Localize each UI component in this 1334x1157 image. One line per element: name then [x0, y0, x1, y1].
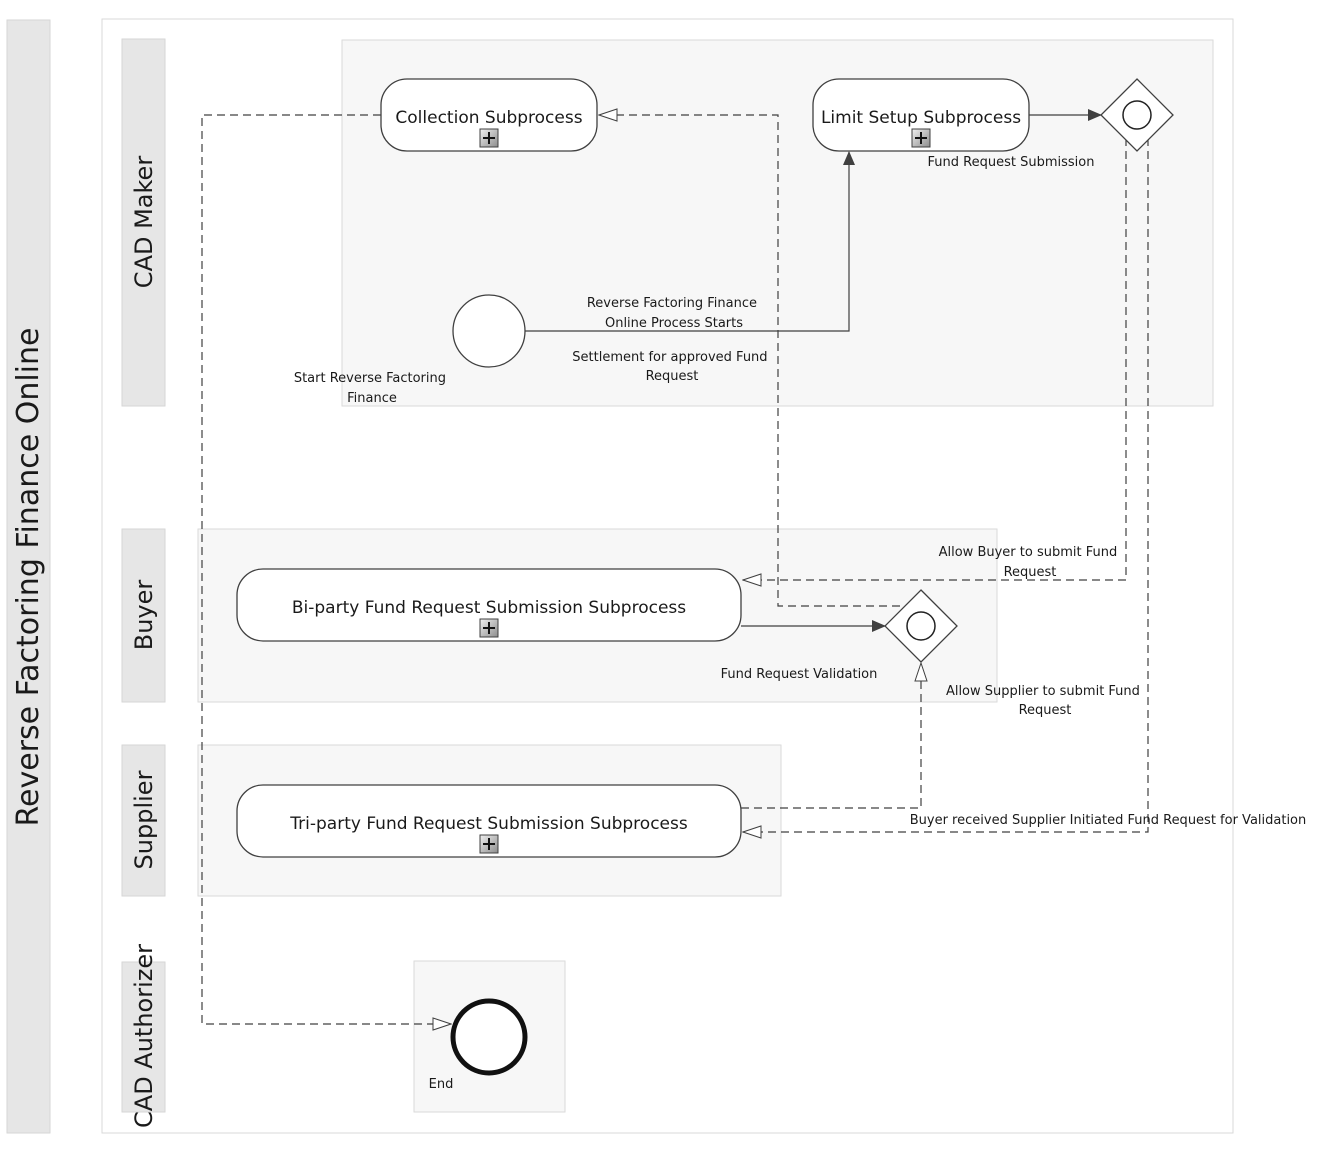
task-label-biparty: Bi-party Fund Request Submission Subproc…	[292, 598, 686, 618]
gateway-label-validation: Fund Request Validation	[721, 667, 878, 682]
lane-label-cad-authorizer: CAD Authorizer	[130, 944, 158, 1128]
subprocess-expand-icon[interactable]	[479, 128, 499, 148]
task-limit-setup[interactable]: Limit Setup Subprocess	[812, 78, 1030, 152]
flow-label-allow-buyer: Allow Buyer to submit Fund Request	[939, 545, 1122, 580]
gateway-label-submission: Fund Request Submission	[928, 155, 1095, 170]
task-label-collection: Collection Subprocess	[395, 108, 582, 128]
flow-settlement	[599, 115, 900, 607]
task-triparty-fund-request[interactable]: Tri-party Fund Request Submission Subpro…	[236, 784, 742, 858]
gateway-fund-request-submission[interactable]	[1100, 78, 1174, 152]
task-collection[interactable]: Collection Subprocess	[380, 78, 598, 152]
task-label-triparty: Tri-party Fund Request Submission Subpro…	[289, 814, 688, 834]
lane-header-cad-maker	[121, 38, 166, 407]
lane-label-cad-maker: CAD Maker	[130, 156, 158, 289]
pool-header-bar	[6, 19, 51, 1134]
subprocess-expand-icon[interactable]	[911, 128, 931, 148]
task-biparty-fund-request[interactable]: Bi-party Fund Request Submission Subproc…	[236, 568, 742, 642]
flow-allow-buyer	[743, 138, 1127, 580]
flow-buyer-received-supplier-request	[743, 138, 1149, 832]
lane-label-supplier: Supplier	[130, 770, 158, 869]
start-event[interactable]	[452, 294, 526, 368]
flow-allow-supplier	[741, 663, 921, 809]
lane-label-buyer: Buyer	[130, 580, 158, 651]
subprocess-expand-icon[interactable]	[479, 618, 499, 638]
end-event[interactable]	[450, 998, 528, 1076]
start-event-label: Start Reverse Factoring Finance	[294, 371, 450, 406]
flow-label-settlement: Settlement for approved Fund Request	[572, 350, 771, 384]
pool-title: Reverse Factoring Finance Online	[11, 328, 46, 827]
gateway-fund-request-validation[interactable]	[884, 589, 958, 663]
lane-header-supplier	[121, 744, 166, 897]
task-label-limit-setup: Limit Setup Subprocess	[821, 108, 1021, 128]
flow-start-to-limit-setup	[525, 151, 855, 332]
flow-collection-to-end	[201, 114, 451, 1024]
lane-header-buyer	[121, 528, 166, 703]
lane-header-cad-authorizer	[121, 961, 166, 1113]
flow-label-process-starts: Reverse Factoring Finance Online Process…	[587, 296, 761, 331]
flow-label-buyer-received: Buyer received Supplier Initiated Fund R…	[910, 813, 1307, 828]
subprocess-expand-icon[interactable]	[479, 834, 499, 854]
end-event-label: End	[429, 1077, 454, 1092]
flow-label-allow-supplier: Allow Supplier to submit Fund Request	[946, 684, 1144, 718]
